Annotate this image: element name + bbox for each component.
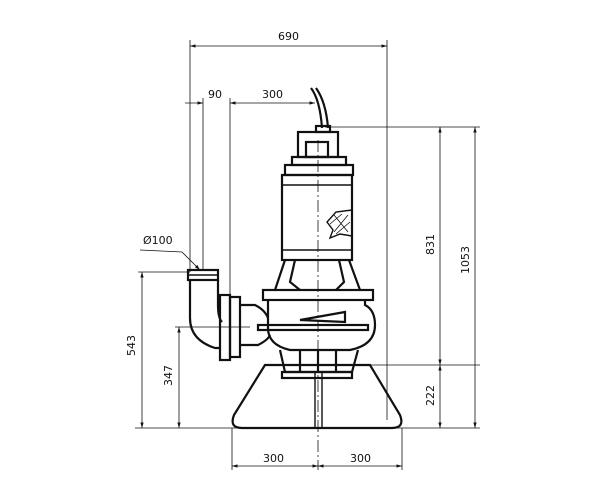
discharge-elbow — [188, 280, 223, 350]
dim-stand-height: 222 — [424, 385, 437, 406]
dim-outlet-to-center: 300 — [262, 88, 283, 101]
discharge-flange — [218, 293, 232, 362]
base-stand — [231, 363, 403, 430]
dim-overall-height: 1053 — [459, 246, 472, 274]
motor-housing — [280, 173, 354, 262]
power-cable — [310, 87, 324, 129]
dim-base-left: 300 — [263, 452, 284, 465]
dim-outlet-offset: 90 — [208, 88, 222, 101]
volute-flange — [261, 288, 375, 302]
dim-outlet-height: 543 — [125, 335, 138, 356]
dim-base-right: 300 — [350, 452, 371, 465]
dim-flange-height: 347 — [162, 365, 175, 386]
dim-outlet-diameter: Ø100 — [143, 234, 173, 247]
volute-casing — [266, 300, 377, 352]
dim-overall-width: 690 — [278, 30, 299, 43]
dim-motor-height: 831 — [424, 234, 437, 255]
pump-outline — [186, 87, 403, 430]
cutaway-window-icon — [326, 209, 353, 240]
shaft-rod — [314, 371, 323, 429]
dimension-lines — [139, 44, 477, 468]
